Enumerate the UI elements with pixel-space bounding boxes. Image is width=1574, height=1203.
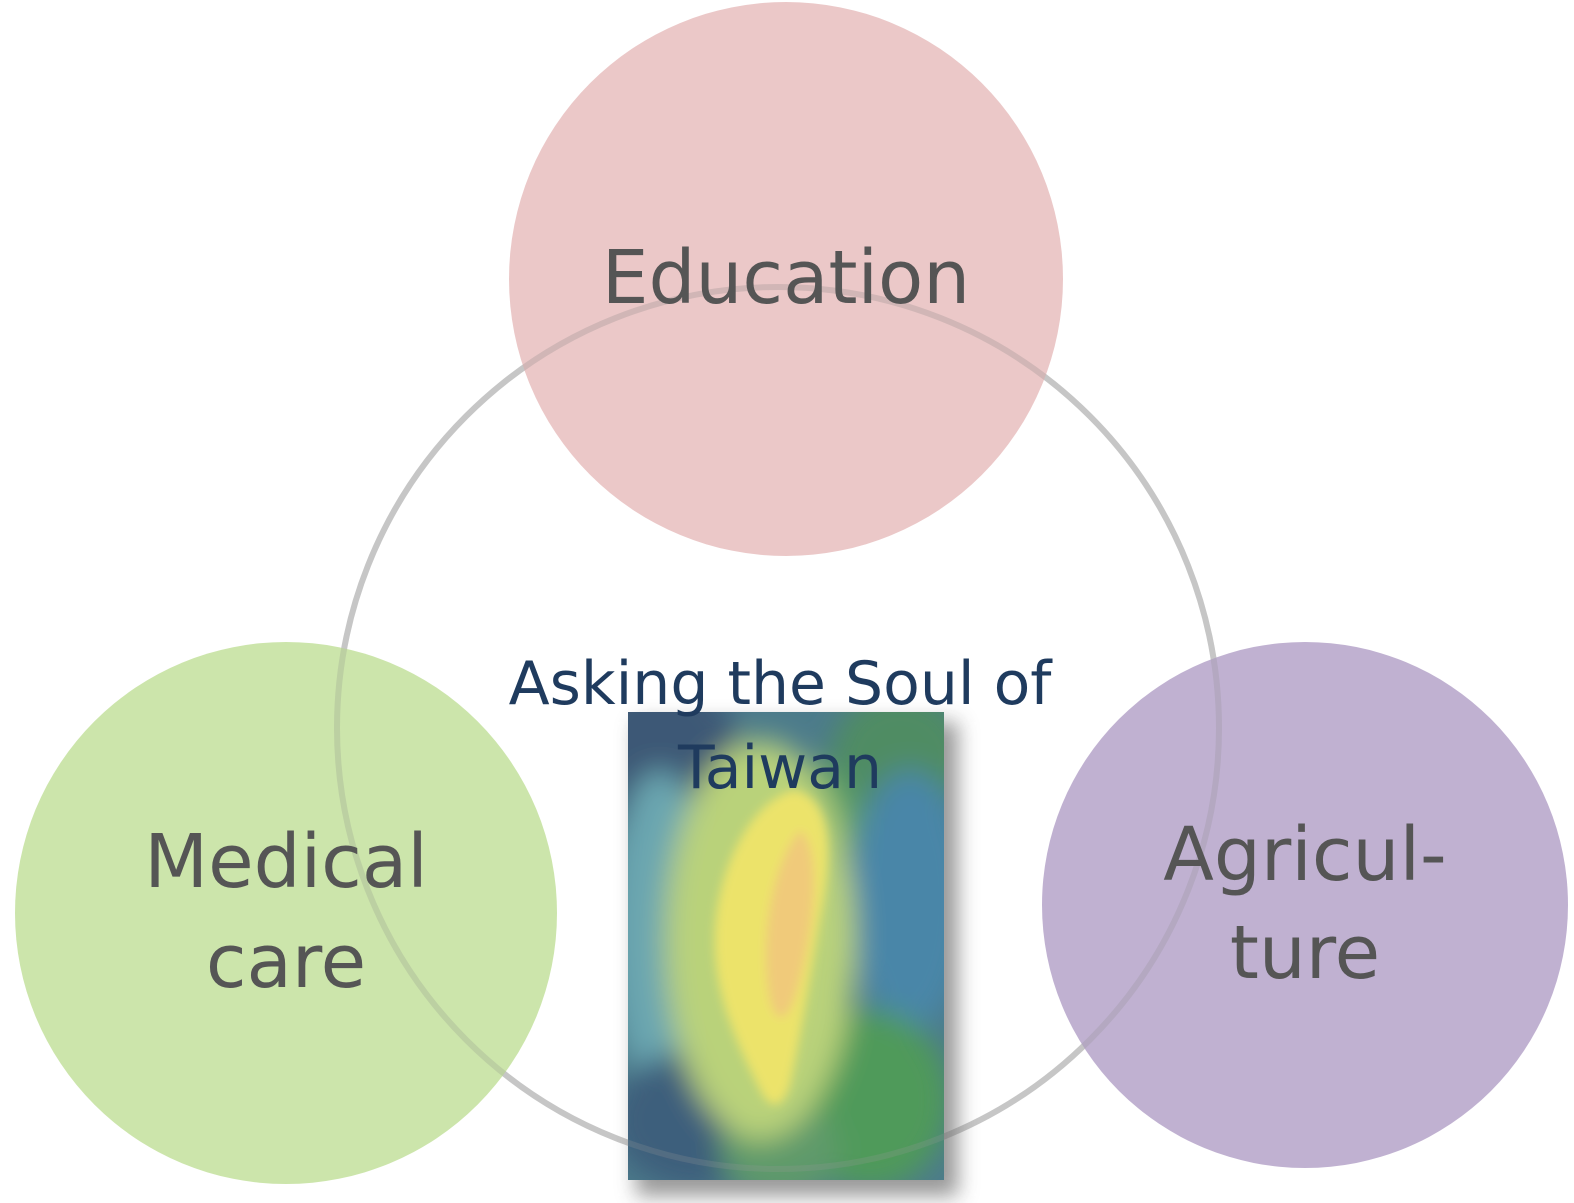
center-title-line2: Taiwan: [677, 733, 882, 803]
education-label: Education: [602, 235, 970, 321]
education-circle: [509, 2, 1063, 556]
medical-care-circle: [15, 642, 557, 1184]
agriculture-label-line1: Agricul-: [1163, 812, 1446, 898]
medical-care-label-line2: care: [206, 919, 366, 1005]
agriculture-circle: [1042, 642, 1568, 1168]
agriculture-label-line2: ture: [1230, 910, 1380, 996]
center-title-line1: Asking the Soul of: [509, 649, 1054, 719]
cycle-ring-overlay: [334, 284, 1222, 1172]
taiwan-painting-icon: [628, 712, 958, 1196]
medical-care-label-line1: Medical: [144, 819, 428, 905]
